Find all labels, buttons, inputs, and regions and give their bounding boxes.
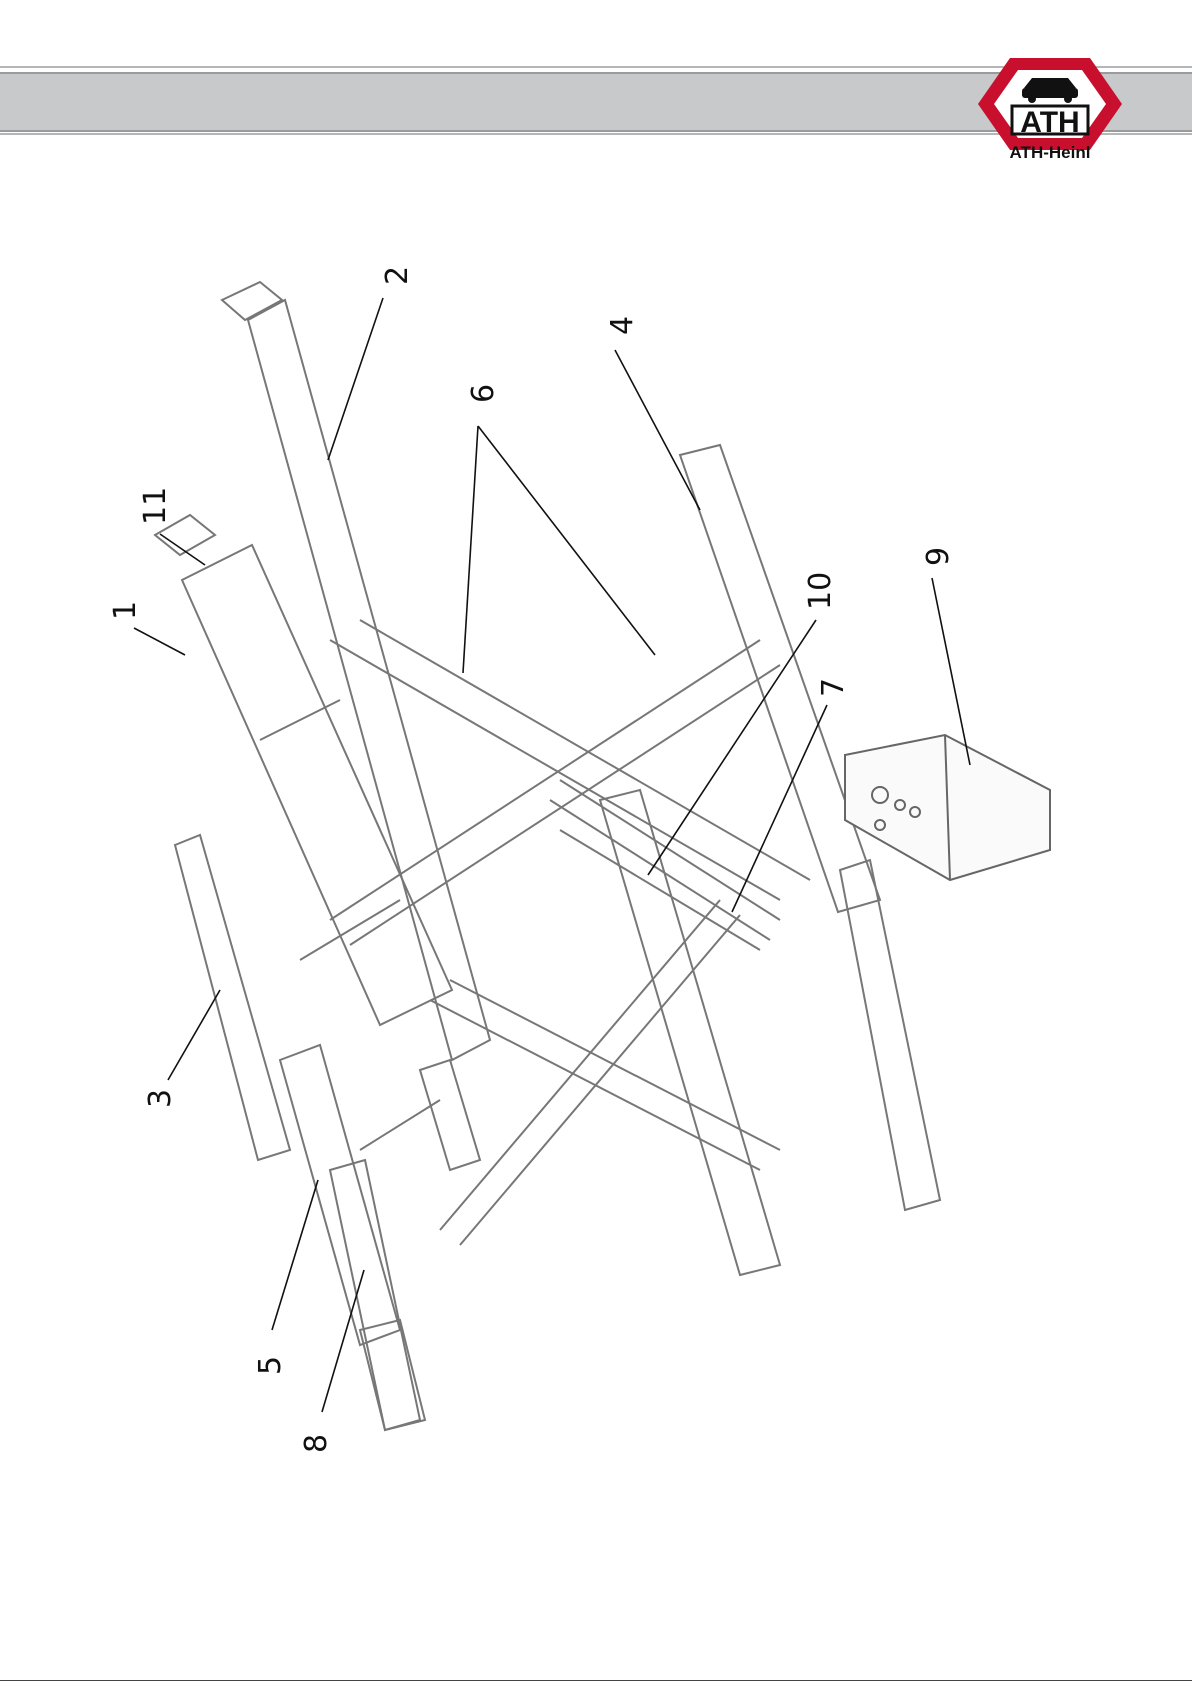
lift-structure [155,282,940,1430]
base-ramp-right [840,860,940,1210]
lock-rail-10 [560,830,760,950]
footer-rule [0,1680,1192,1681]
jack-beam-5 [280,1045,400,1345]
scissor-arm-6b [330,640,760,920]
runway-2 [248,300,490,1060]
callout-11: 11 [138,487,173,525]
ramp-plate-top [222,282,282,320]
platform-1 [182,545,452,1025]
control-box-9 [845,735,1050,880]
callout-7: 7 [816,678,851,697]
callout-9: 9 [921,547,956,566]
callout-6: 6 [466,384,501,403]
callout-4: 4 [605,316,640,335]
callout-3: 3 [143,1089,178,1108]
callout-10: 10 [803,572,838,610]
leader-lines [134,298,970,1412]
callout-2: 2 [380,266,415,285]
platform-3 [175,835,290,1160]
callout-8: 8 [299,1434,334,1453]
callout-5: 5 [253,1356,288,1375]
callout-1: 1 [108,601,143,620]
